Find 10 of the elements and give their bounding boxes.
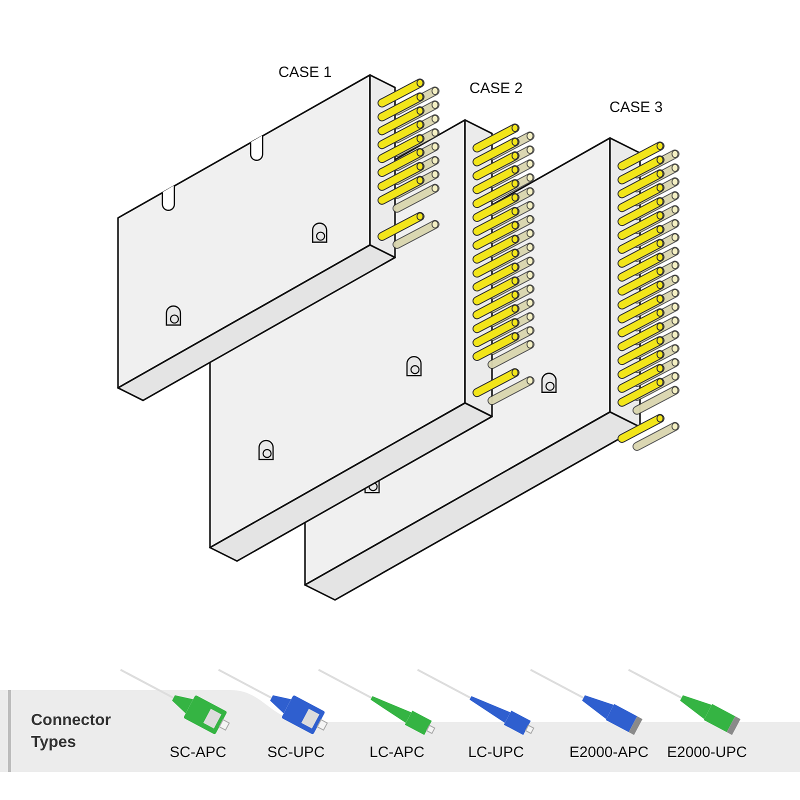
- connector-label: LC-UPC: [468, 744, 524, 761]
- case-label: CASE 1: [278, 64, 332, 81]
- case-label: CASE 3: [609, 99, 663, 116]
- band-title: Connector Types: [31, 711, 112, 753]
- connector-label: E2000-UPC: [666, 744, 748, 761]
- connector-label: E2000-APC: [569, 744, 649, 761]
- case-label: CASE 2: [469, 80, 523, 97]
- connector-label: LC-APC: [370, 744, 424, 761]
- connector-label: SC-APC: [170, 744, 226, 761]
- connector-label: SC-UPC: [267, 744, 325, 761]
